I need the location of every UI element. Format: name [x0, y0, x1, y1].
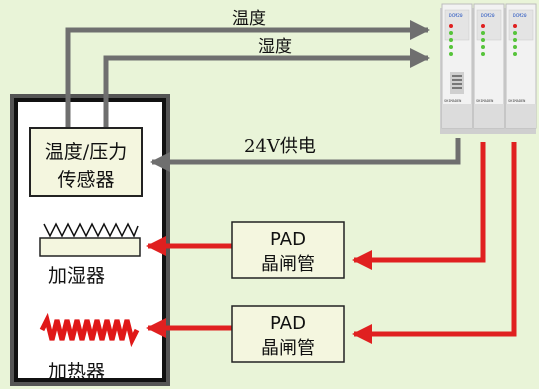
controller-device: DCM20 SHIMADEN DCM20 SHIMADEN DCM20 — [440, 3, 537, 134]
humidity-signal-arrow — [103, 48, 430, 128]
controller-module-2 — [473, 3, 505, 129]
humidifier-icon — [39, 222, 141, 257]
module-1-model: DCM20 — [449, 13, 463, 19]
thyristor-box-2 — [231, 305, 345, 363]
heater-coil-icon — [39, 312, 140, 348]
temperature-label: 温度 — [232, 9, 266, 29]
controller-to-thyristor-1-arrow — [352, 142, 486, 270]
temperature-signal-arrow — [65, 20, 430, 128]
thyristor-box-1 — [231, 221, 345, 279]
power-label: 24V供电 — [244, 136, 316, 157]
thyristor-1-line2: 晶闸管 — [261, 254, 315, 275]
sensor-label-line1: 温度/压力 — [45, 141, 127, 163]
humidity-label: 湿度 — [258, 37, 292, 57]
module-2-model: DCM20 — [481, 13, 495, 19]
power-supply-arrow — [150, 138, 461, 172]
humidifier-label: 加湿器 — [48, 265, 105, 287]
controller-to-thyristor-2-arrow — [352, 142, 517, 344]
thyristor-2-line2: 晶闸管 — [261, 338, 315, 359]
module-3-brand: SHIMADEN — [508, 99, 525, 103]
module-3-model: DCM20 — [513, 13, 527, 19]
module-2-brand: SHIMADEN — [476, 99, 493, 103]
thyristor-1-line1: PAD — [270, 229, 306, 250]
controller-module-3 — [505, 3, 537, 129]
heater-label: 加热器 — [48, 361, 105, 383]
module-1-brand: SHIMADEN — [444, 99, 461, 103]
controller-module-1 — [441, 3, 473, 129]
sensor-box — [29, 127, 143, 197]
sensor-label-line2: 传感器 — [57, 169, 114, 191]
thyristor-2-line1: PAD — [270, 313, 306, 334]
